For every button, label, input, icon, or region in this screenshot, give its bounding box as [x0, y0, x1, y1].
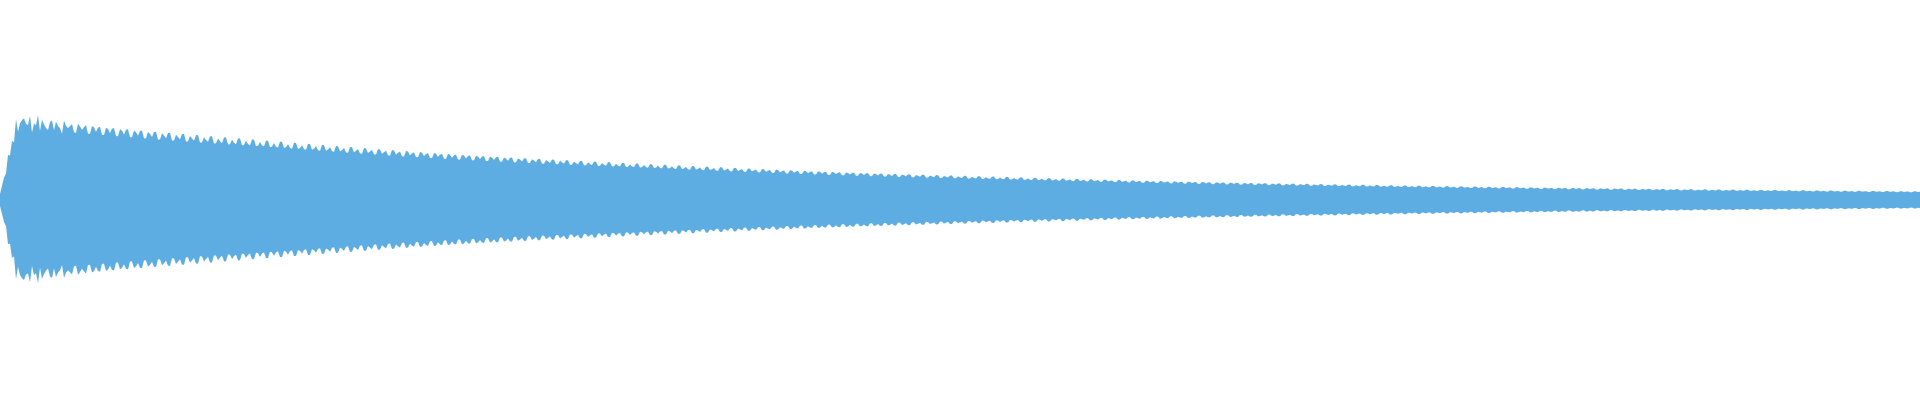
- waveform-shape: [0, 115, 1920, 284]
